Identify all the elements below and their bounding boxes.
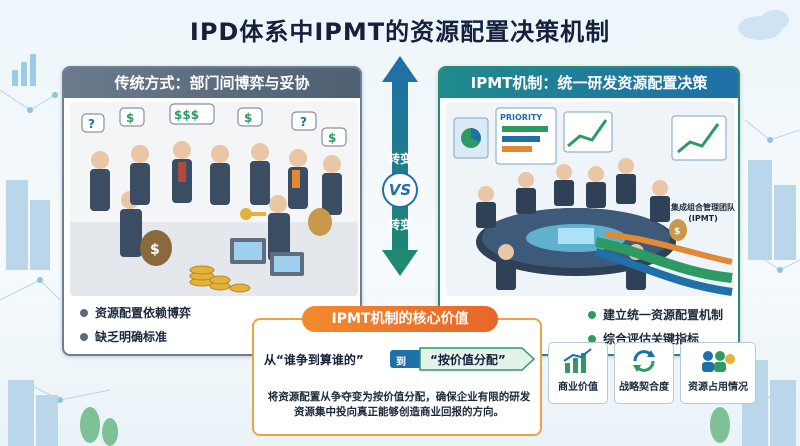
traditional-bullet: 资源配置依赖博弈 (80, 304, 191, 321)
ipmt-meeting-illustration: PRIORITY (446, 102, 734, 296)
page-title: IPD体系中IPMT的资源配置决策机制 (189, 18, 611, 46)
from-phrase: 从“谁争到算谁的” (264, 353, 364, 367)
metric-label: 资源占用情况 (688, 382, 748, 393)
ipmt-bullet: 建立统一资源配置机制 (588, 306, 723, 323)
transition-label-bottom: 转变 (388, 218, 413, 232)
vs-badge: VS (382, 172, 418, 208)
svg-text:$: $ (150, 242, 160, 258)
bullet-text: 缺乏明确标准 (95, 330, 168, 344)
metric-label: 商业价值 (558, 382, 598, 393)
ipmt-panel-header: IPMT机制：统一研发资源配置决策 (440, 68, 738, 98)
svg-text:$: $ (674, 227, 680, 237)
value-shift-row: 从“谁争到算谁的” 到 “按价值分配” (260, 344, 536, 374)
bullet-dot (80, 332, 88, 341)
transition-arrow (382, 56, 418, 276)
traditional-bullet: 缺乏明确标准 (80, 328, 191, 345)
bullet-text: 资源配置依赖博弈 (95, 306, 192, 320)
computer-icon (230, 238, 304, 276)
core-value-card: IPMT机制的核心价值 从“谁争到算谁的” 到 “按价值分配” 将资源配置从争夺… (252, 306, 542, 436)
traditional-approach-panel: 传统方式：部门间博弈与妥协 ? $ $$$ $ ? $ (62, 66, 362, 356)
growth-chart-icon (563, 348, 592, 373)
svg-text:?: ? (300, 115, 307, 129)
svg-text:$: $ (244, 111, 252, 125)
flow-arrows (594, 231, 733, 296)
metric-label: 战略契合度 (619, 382, 669, 393)
metric-card-resource-usage: 资源占用情况 (680, 342, 756, 404)
to-phrase: “按价值分配” (430, 353, 506, 367)
priority-board: PRIORITY (453, 107, 727, 165)
priority-label: PRIORITY (500, 113, 542, 122)
svg-text:$: $ (126, 111, 134, 125)
transition-label-top: 转变 (388, 152, 413, 166)
department-conflict-illustration: ? $ $$$ $ ? $ $ (70, 102, 358, 296)
bullet-dot (588, 310, 596, 319)
svg-text:$$$: $$$ (174, 108, 199, 122)
shift-arrow (390, 347, 536, 371)
speech-bubble-icon: ? $ $$$ $ ? $ (81, 103, 347, 147)
svg-text:?: ? (88, 117, 95, 131)
bullet-dot (588, 334, 596, 343)
traditional-bullet-list: 资源配置依赖博弈 缺乏明确标准 (80, 304, 191, 352)
metric-cards: 商业价值 战略契合度 资源占用情况 (548, 342, 756, 404)
arguing-people-group (90, 141, 342, 261)
money-bag-icon: $ (669, 219, 687, 241)
core-value-title: IPMT机制的核心价值 (302, 306, 498, 332)
metric-card-strategic-fit: 战略契合度 (614, 342, 674, 404)
ipmt-team-label: 集成组合管理团队 (IPMT) (671, 203, 735, 223)
svg-text:$: $ (328, 131, 336, 145)
bullet-dot (80, 308, 88, 317)
ipmt-mechanism-panel: IPMT机制：统一研发资源配置决策 PRIORITY (438, 66, 740, 356)
team-people-icon (702, 351, 735, 372)
money-bag-icon: $ (140, 208, 332, 266)
bullet-text: 建立统一资源配置机制 (603, 308, 724, 322)
metric-card-business-value: 商业价值 (548, 342, 608, 404)
key-icon (240, 208, 266, 220)
to-connector: 到 (396, 357, 406, 368)
traditional-panel-header: 传统方式：部门间博弈与妥协 (64, 68, 360, 98)
sync-arrows-icon (633, 350, 655, 372)
core-value-description: 将资源配置从争夺变为按价值分配，确保企业有限的研发资源集中投向真正能够创造商业回… (267, 391, 531, 418)
left-bar-chart-icon (12, 54, 36, 86)
coin-stack-icon (189, 265, 251, 293)
